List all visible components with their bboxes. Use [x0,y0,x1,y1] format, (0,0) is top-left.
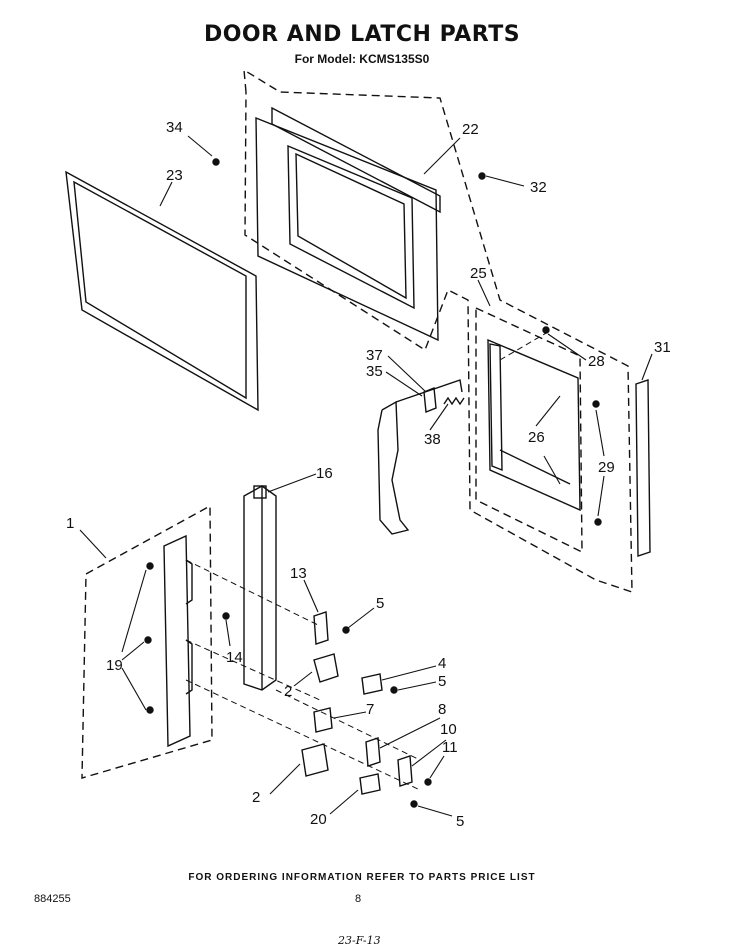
callout-2b: 2 [252,789,260,806]
latch-bracket [423,387,437,413]
door-glass-panel [65,170,259,412]
callout-14: 14 [226,649,243,666]
callout-4: 4 [438,655,446,672]
callout-5b: 5 [438,673,446,690]
door-frame [255,106,441,342]
callout-20: 20 [310,811,327,828]
callout-23: 23 [166,167,183,184]
model-subtitle: For Model: KCMS135S0 [294,52,430,66]
spacer-7 [313,707,333,733]
callout-5a: 5 [376,595,384,612]
callout-32: 32 [530,179,547,196]
callout-34: 34 [166,119,183,136]
ordering-note: FOR ORDERING INFORMATION REFER TO PARTS … [188,872,536,883]
callout-labels: 34 23 22 32 25 28 31 37 35 38 26 29 16 1… [66,119,671,830]
switch-8 [365,737,381,767]
callout-19: 19 [106,657,123,674]
callout-5c: 5 [456,813,464,830]
document-number: 884255 [34,893,71,905]
door-frame-group-outline [243,68,633,593]
latch-hook-2a [313,653,339,683]
callout-38: 38 [424,431,441,448]
handwritten-note: 23-F-13 [338,934,381,947]
latch-channel [243,485,277,691]
latch-assembly-outline [81,504,213,779]
callout-1: 1 [66,515,74,532]
callout-35: 35 [366,363,383,380]
callout-16: 16 [316,465,333,482]
callout-29: 29 [598,459,615,476]
callout-31: 31 [654,339,671,356]
callout-8: 8 [438,701,446,718]
callout-22: 22 [462,121,479,138]
latch-spring [443,396,465,406]
switch-10 [397,755,413,787]
callout-11: 11 [442,739,458,756]
latch-hook-2b [301,743,329,777]
side-trim-strip [635,379,651,557]
callout-26: 26 [528,429,545,446]
callout-10: 10 [440,721,457,738]
callout-25: 25 [470,265,487,282]
choke-plate [487,338,581,512]
page-title: DOOR AND LATCH PARTS [203,22,521,47]
interlock-switch-13 [313,611,329,645]
latch-arm [377,379,463,535]
callout-28: 28 [588,353,605,370]
callout-7: 7 [366,701,374,718]
leader-lines [79,135,653,817]
callout-2a: 2 [284,683,292,700]
actuator-4 [361,673,383,695]
screw-icons [144,158,602,808]
callout-37: 37 [366,347,383,364]
page-number: 8 [355,893,362,905]
actuator-20 [359,773,381,795]
callout-13: 13 [290,565,307,582]
